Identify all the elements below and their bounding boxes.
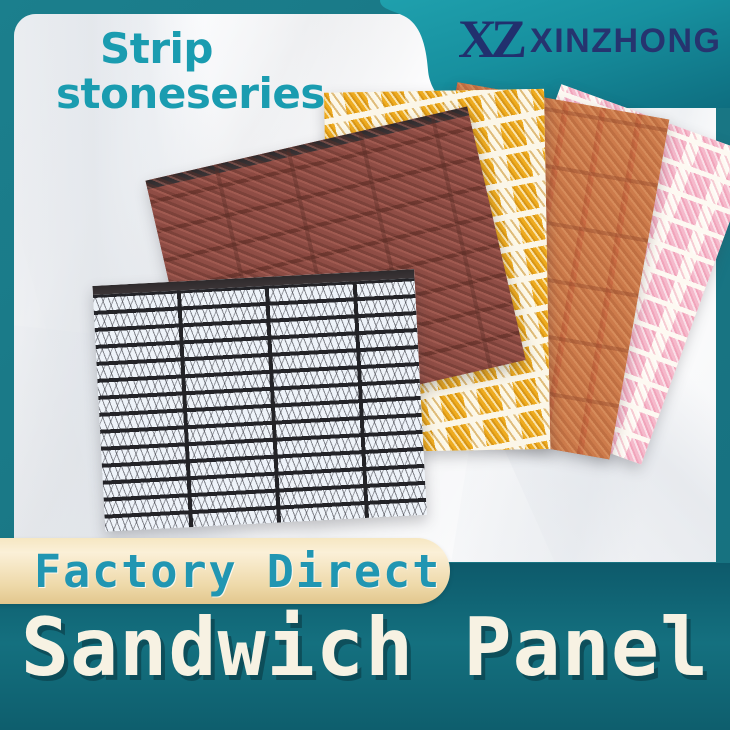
brand-name: XINZHONG: [530, 21, 722, 60]
headline-line-1: Strip: [100, 24, 213, 73]
product-panel-white-brick: [92, 269, 427, 532]
page-title: Strip stoneseries: [56, 26, 325, 117]
headline-line-2: stoneseries: [56, 69, 325, 119]
panel-texture: [92, 278, 427, 532]
xz-monogram-icon: XZ: [458, 9, 527, 69]
factory-direct-label: Factory Direct: [34, 545, 442, 598]
brand-logo: XZ XINZHONG: [458, 9, 722, 69]
footer-title: Sandwich Panel: [20, 601, 710, 694]
